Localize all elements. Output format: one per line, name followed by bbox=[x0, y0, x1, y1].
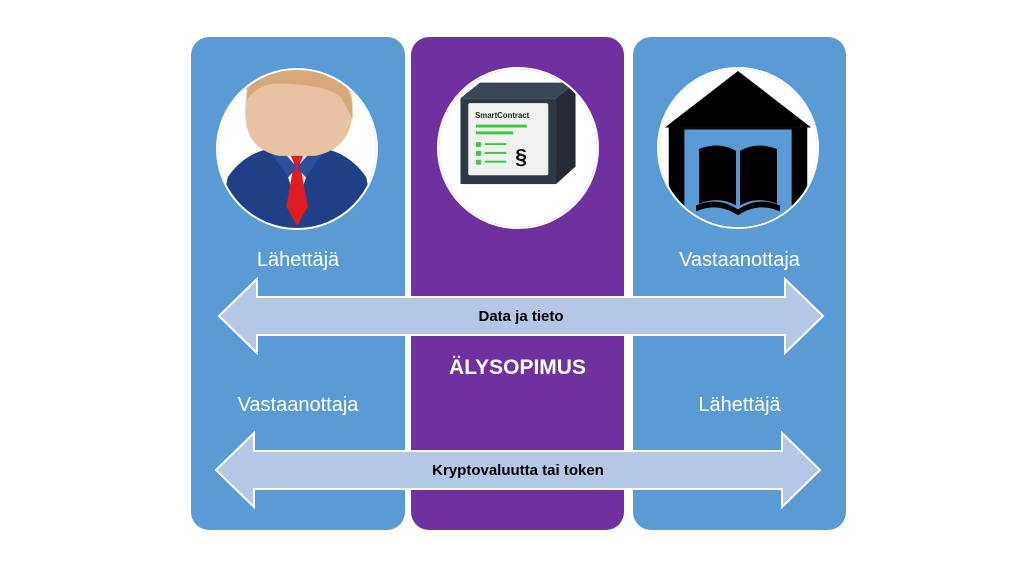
smart-contract-icon: SmartContract § bbox=[439, 69, 597, 227]
crypto-arrow: Kryptovaluutta tai token bbox=[214, 431, 822, 509]
crypto-arrow-label: Kryptovaluutta tai token bbox=[214, 431, 822, 509]
data-arrow: Data ja tieto bbox=[217, 277, 825, 355]
sender-label: Lähettäjä bbox=[191, 249, 405, 272]
sender-avatar bbox=[216, 68, 378, 230]
smart-contract-badge: SmartContract § bbox=[437, 67, 599, 229]
svg-text:SmartContract: SmartContract bbox=[475, 111, 530, 120]
data-arrow-label: Data ja tieto bbox=[217, 277, 825, 355]
receiver-label: Vastaanottaja bbox=[633, 249, 846, 272]
sender-label-bottom: Lähettäjä bbox=[633, 394, 846, 417]
receiver-label-bottom: Vastaanottaja bbox=[191, 394, 405, 417]
receiver-avatar bbox=[657, 67, 819, 229]
businessman-icon bbox=[218, 70, 376, 228]
library-icon bbox=[659, 69, 817, 227]
smart-contract-title: ÄLYSOPIMUS bbox=[411, 356, 624, 380]
svg-text:§: § bbox=[515, 145, 527, 169]
